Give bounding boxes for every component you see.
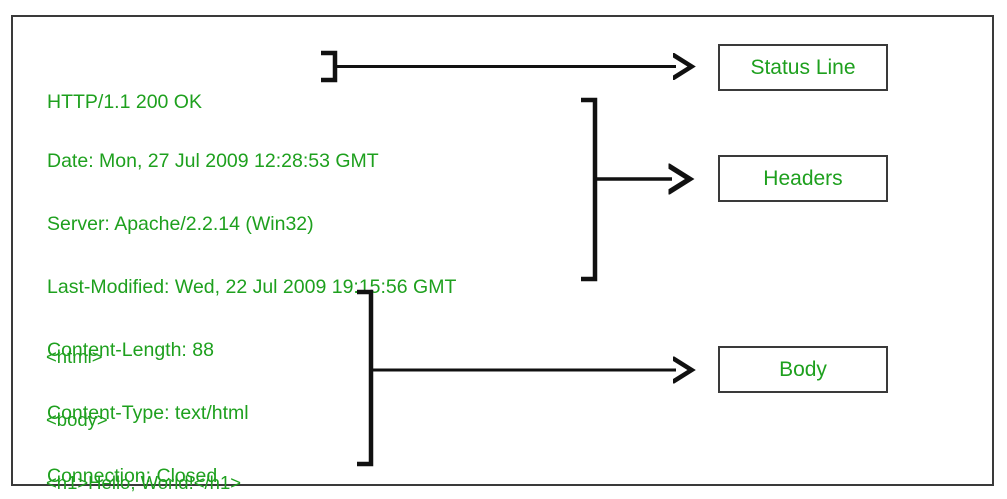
header-line-content-type: Content-Type: text/html: [47, 402, 249, 424]
header-line-last-modified: Last-Modified: Wed, 22 Jul 2009 19:15:56…: [47, 276, 457, 298]
label-box-body[interactable]: Body: [718, 346, 888, 393]
header-line-server: Server: Apache/2.2.14 (Win32): [47, 213, 314, 235]
label-box-headers-text: Headers: [763, 167, 843, 190]
label-box-headers[interactable]: Headers: [718, 155, 888, 202]
diagram-frame: [11, 15, 994, 486]
header-line-content-length: Content-Length: 88: [47, 339, 214, 361]
body-line-h1: <h1>Hello, World!</h1>: [46, 472, 242, 493]
status-line-text: HTTP/1.1 200 OK: [47, 91, 202, 113]
label-box-body-text: Body: [779, 358, 827, 381]
label-box-status-line[interactable]: Status Line: [718, 44, 888, 91]
header-line-date: Date: Mon, 27 Jul 2009 12:28:53 GMT: [47, 150, 379, 172]
headers-text-block: Date: Mon, 27 Jul 2009 12:28:53 GMT Serv…: [47, 112, 456, 499]
body-line-html-open: <html>: [46, 346, 103, 367]
status-line-text-block: HTTP/1.1 200 OK: [47, 53, 202, 152]
body-text-block: <html> <body> <h1>Hello, World!</h1> </b…: [46, 307, 241, 499]
header-line-connection: Connection: Closed: [47, 465, 218, 487]
body-line-body-open: <body>: [46, 409, 108, 430]
label-box-status-line-text: Status Line: [750, 56, 856, 79]
